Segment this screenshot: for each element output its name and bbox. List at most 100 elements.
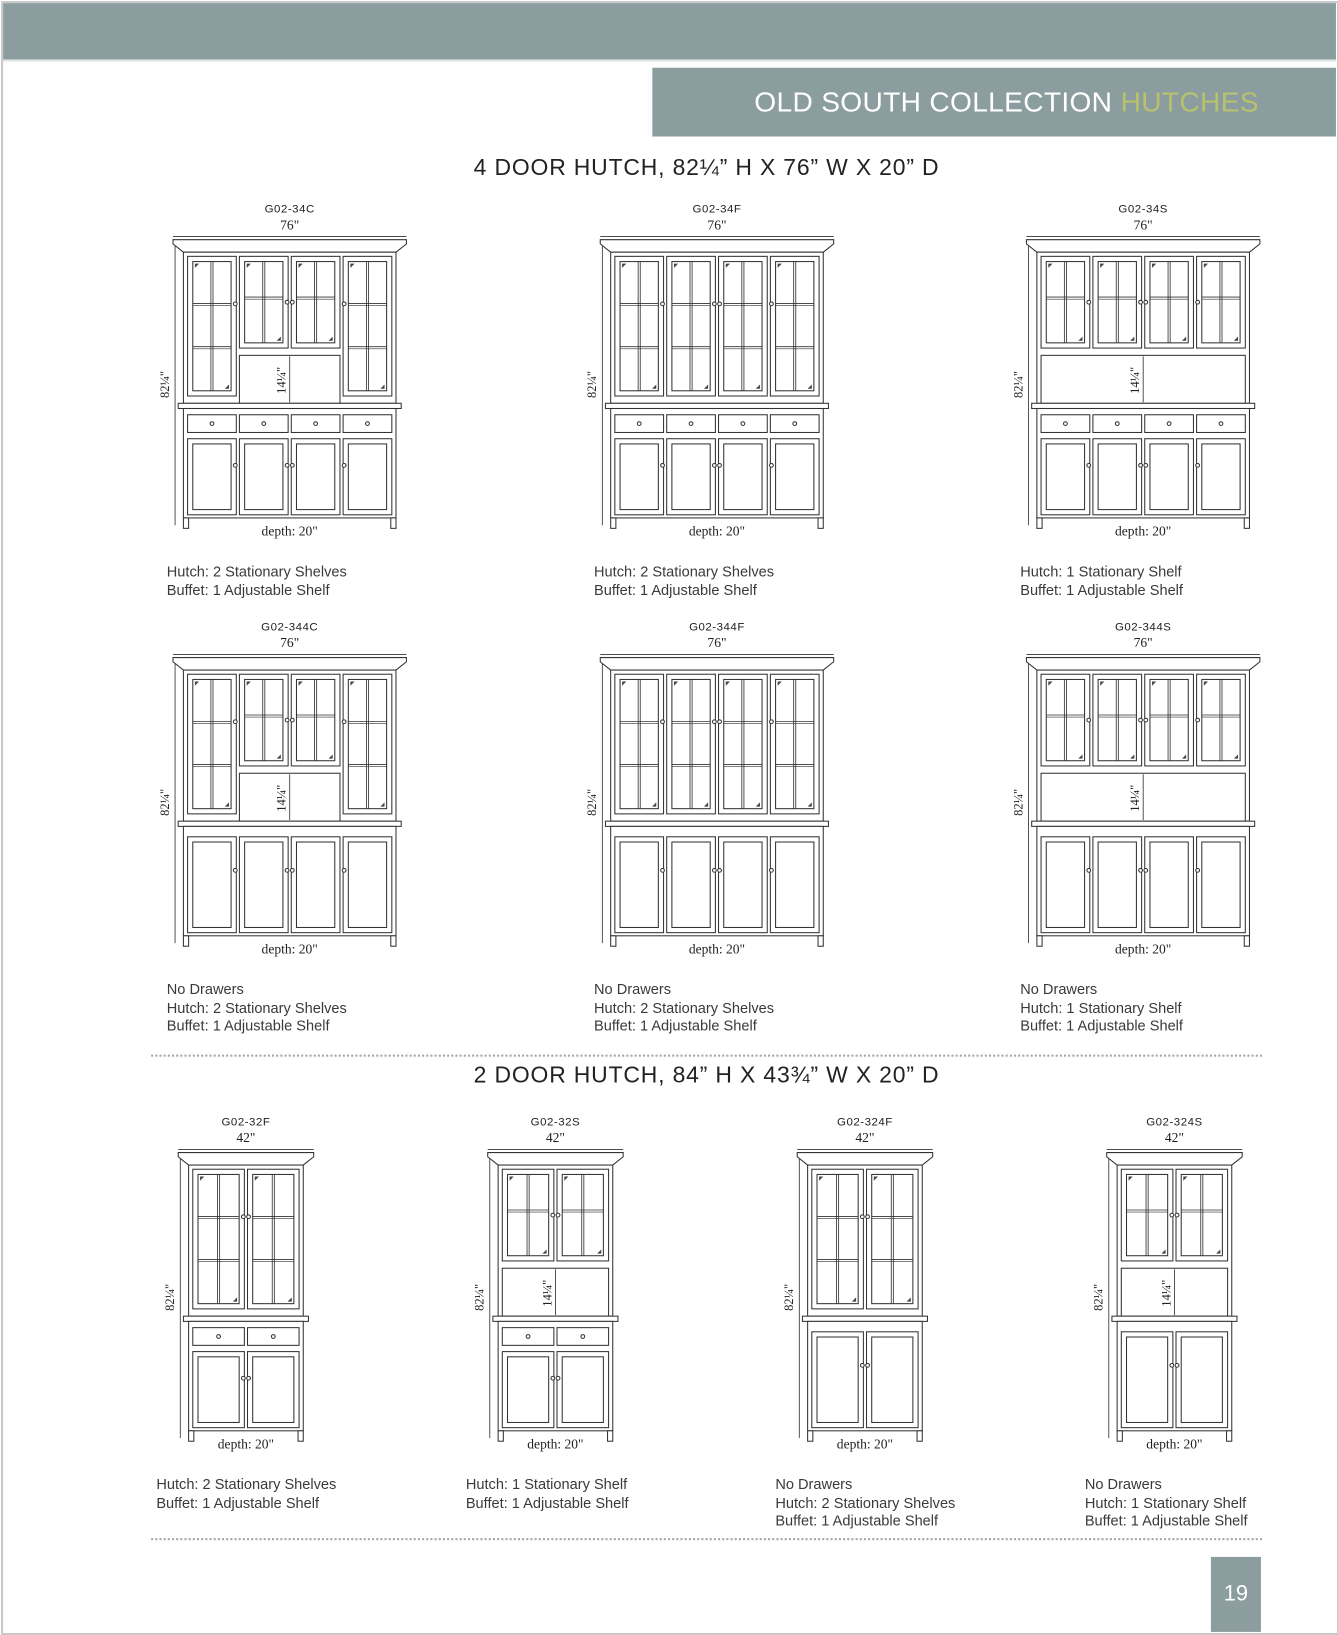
door-knob	[1138, 867, 1143, 873]
glass-reflection-icon	[1216, 1249, 1221, 1254]
glass-reflection-icon	[1161, 1249, 1166, 1254]
width-dimension-label: 76"	[1134, 635, 1153, 650]
depth-label: depth: 20"	[689, 524, 745, 539]
door-knob	[246, 1214, 251, 1220]
door-knob	[660, 462, 665, 468]
dotted-divider	[151, 1054, 1262, 1057]
width-dimension-label: 42"	[236, 1130, 255, 1145]
door-knob	[1195, 867, 1201, 873]
door-knob	[1138, 299, 1143, 305]
height-dimension-label: 82¼"	[163, 1284, 177, 1311]
height-dimension-label: 82¼"	[158, 789, 172, 816]
note-line: Buffet: 1 Adjustable Shelf	[1020, 1017, 1183, 1034]
door-knob	[240, 1214, 246, 1220]
note-line: Buffet: 1 Adjustable Shelf	[1020, 580, 1183, 598]
cornice	[1106, 1152, 1243, 1166]
height-dimension-label: 82¼"	[158, 371, 172, 398]
door-panel	[619, 841, 659, 928]
glass-reflection-icon	[755, 384, 760, 389]
product-code: G02-34C	[264, 203, 315, 216]
door-knob	[1138, 717, 1143, 723]
door-knob	[341, 867, 347, 873]
note-line: No Drawers	[775, 1475, 853, 1493]
glass-reflection-icon	[380, 384, 385, 389]
glass-reflection-icon	[542, 1249, 547, 1254]
width-dimension-label: 42"	[855, 1130, 874, 1145]
door-knob	[769, 462, 774, 468]
glass-panel	[775, 678, 815, 810]
glass-panel	[244, 678, 284, 762]
buffet-top	[1111, 1315, 1238, 1322]
glass-panel	[871, 1173, 914, 1305]
door-knob	[660, 301, 665, 307]
door-knob	[1174, 1362, 1180, 1368]
door-knob	[1169, 1362, 1175, 1368]
drawer-knob	[1166, 421, 1172, 427]
glass-reflection-icon	[673, 681, 679, 686]
collection-title: OLD SOUTH COLLECTION HUTCHES	[652, 67, 1336, 137]
cornice	[1025, 657, 1261, 671]
height-dimension-label: 82¼"	[1011, 371, 1025, 398]
width-dimension-label: 76"	[1134, 217, 1153, 232]
glass-panel	[192, 261, 232, 392]
door-panel	[723, 841, 763, 928]
niche-dimension-label: 14¼"	[1128, 785, 1142, 812]
glass-reflection-icon	[224, 802, 230, 807]
niche-dimension-label: 14¼"	[1128, 367, 1142, 394]
note-line: Buffet: 1 Adjustable Shelf	[166, 1017, 330, 1034]
door-knob	[341, 301, 347, 307]
note-line: Buffet: 1 Adjustable Shelf	[465, 1493, 629, 1511]
note-line: No Drawers	[166, 980, 244, 998]
drawer-knob	[1114, 421, 1120, 427]
glass-panel	[506, 1173, 550, 1257]
door-knob	[289, 462, 295, 468]
door-knob	[865, 1362, 870, 1368]
door-panel	[671, 841, 711, 928]
hutch-drawing: 76"82¼"depth: 20"	[585, 217, 835, 539]
product-code: G02-32S	[530, 1116, 581, 1129]
product-code: G02-32F	[221, 1116, 271, 1129]
glass-reflection-icon	[328, 754, 333, 759]
note-line: Hutch: 2 Stationary Shelves	[156, 1475, 337, 1493]
cornice	[172, 239, 407, 253]
width-dimension-label: 42"	[546, 1130, 565, 1145]
product-code: G02-34F	[692, 203, 742, 216]
drawer-knob	[580, 1334, 586, 1339]
glass-panel	[1045, 261, 1086, 344]
note-line: No Drawers	[1020, 980, 1098, 998]
dotted-divider	[151, 1538, 1262, 1541]
buffet-top	[492, 1315, 619, 1322]
glass-reflection-icon	[298, 681, 303, 686]
drawer-knob	[688, 421, 694, 427]
note-line: Hutch: 1 Stationary Shelf	[465, 1475, 628, 1493]
door-knob	[769, 719, 774, 725]
door-panel	[295, 443, 336, 511]
leg	[182, 517, 190, 529]
section-title-2-door: 2 DOOR HUTCH, 84” H X 43¾” W X 20” D	[473, 1061, 940, 1088]
glass-reflection-icon	[703, 384, 709, 389]
note-line: No Drawers	[593, 980, 672, 998]
door-knob	[1169, 1212, 1175, 1218]
door-knob	[859, 1214, 865, 1220]
glass-panel	[347, 678, 388, 810]
door-panel	[295, 841, 336, 928]
height-dimension-label: 82¼"	[585, 789, 599, 816]
door-panel	[252, 1356, 295, 1423]
depth-label: depth: 20"	[837, 1437, 893, 1452]
door-knob	[232, 462, 238, 468]
note-line: Buffet: 1 Adjustable Shelf	[593, 580, 757, 598]
door-knob	[660, 719, 665, 725]
depth-label: depth: 20"	[1115, 524, 1171, 539]
door-knob	[232, 719, 238, 725]
door-knob	[1086, 462, 1092, 468]
hutch-drawing: 42"82¼"depth: 20"	[163, 1130, 315, 1452]
note-line: Buffet: 1 Adjustable Shelf	[166, 580, 330, 598]
depth-label: depth: 20"	[689, 942, 745, 957]
buffet-top	[1031, 820, 1256, 827]
door-knob	[246, 1375, 251, 1381]
